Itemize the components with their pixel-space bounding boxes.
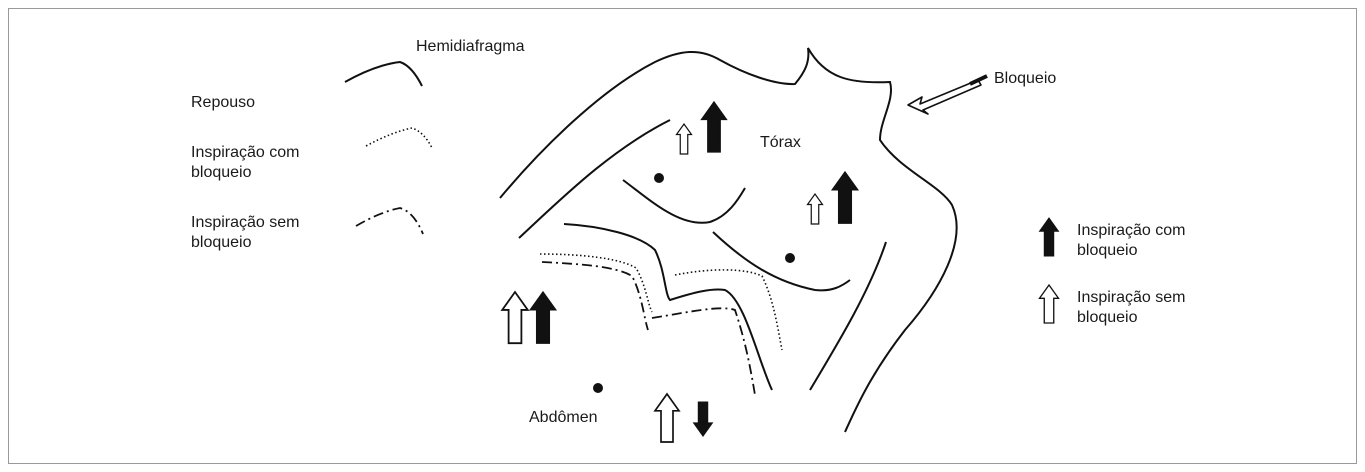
legend-blocked-line [366, 128, 432, 148]
abdomen-open-arrow [655, 394, 679, 442]
legend-blocked-label-line1: Inspiração com [191, 143, 300, 163]
legend-right-open-label: Inspiração sem bloqueio [1077, 288, 1186, 328]
legend-right-open-label-line1: Inspiração sem [1077, 288, 1186, 308]
legend-right-filled-label: Inspiração com bloqueio [1077, 221, 1186, 261]
legend-unblocked-line [356, 208, 423, 234]
diaphragm-unblocked [542, 262, 755, 395]
inner-chest-line [519, 120, 670, 238]
abdomen-dot [593, 383, 603, 393]
legend-unblocked-label-line2: bloqueio [191, 233, 300, 253]
legend-filled-arrow-icon [1040, 218, 1059, 256]
side-filled-arrow [530, 292, 556, 343]
thorax-upper-open-arrow [677, 124, 692, 154]
legend-right-open-label-line2: bloqueio [1077, 308, 1186, 328]
thorax-lower-open-arrow [808, 194, 823, 224]
thorax-dot-lower [785, 253, 795, 263]
legend-unblocked-label: Inspiração sem bloqueio [191, 213, 300, 253]
legend-blocked-label: Inspiração com bloqueio [191, 143, 300, 183]
thorax-label: Tórax [760, 133, 801, 153]
blockade-needle-icon [908, 76, 987, 114]
abdomen-filled-down-arrow [694, 402, 713, 436]
legend-open-arrow-icon [1040, 285, 1059, 323]
rib-curve-middle [713, 232, 850, 290]
legend-blocked-label-line2: bloqueio [191, 163, 300, 183]
blockade-label: Bloqueio [994, 69, 1056, 89]
thorax-outline [500, 48, 957, 432]
legend-right-filled-label-line1: Inspiração com [1077, 221, 1186, 241]
legend-rest-line [345, 62, 422, 86]
abdomen-label: Abdômen [529, 408, 598, 428]
legend-right-filled-label-line2: bloqueio [1077, 241, 1186, 261]
thorax-lower-filled-arrow [832, 172, 858, 223]
inner-back-line [810, 242, 886, 390]
thorax-upper-filled-arrow [702, 102, 727, 152]
legend-unblocked-label-line1: Inspiração sem [191, 213, 300, 233]
rib-curve-upper [623, 180, 745, 223]
thorax-dot-upper [654, 173, 664, 183]
legend-rest-label: Repouso [191, 93, 255, 113]
side-open-arrow [502, 292, 528, 343]
diaphragm-rest [564, 224, 772, 390]
legend-title: Hemidiafragma [416, 37, 524, 57]
